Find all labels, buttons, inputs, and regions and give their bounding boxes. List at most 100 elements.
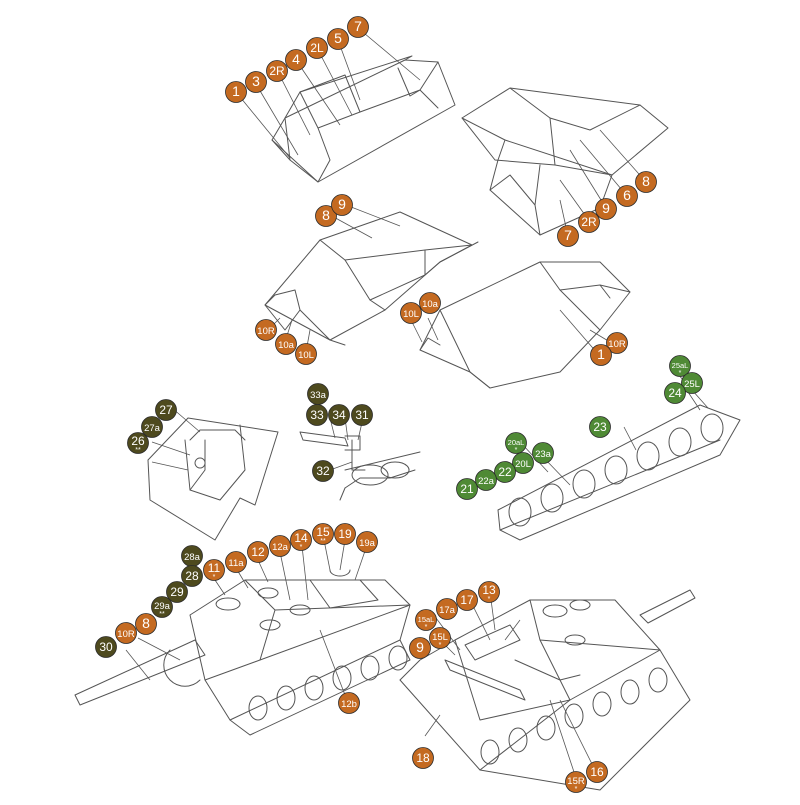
callout-running-gear-22a: 22a	[475, 469, 497, 491]
callout-badge	[95, 636, 117, 658]
callout-number: 16	[590, 765, 604, 779]
road-wheel	[276, 685, 296, 711]
callout-final-front-view-10r: 10R	[115, 622, 137, 644]
callout-number: 7	[564, 227, 572, 243]
callout-gun-mount-32: 32	[312, 460, 334, 482]
part-final-front-view	[74, 539, 411, 736]
callout-final-front-view-12a: 12a	[269, 535, 291, 557]
road-wheel	[508, 497, 532, 527]
callout-number: 10R	[608, 339, 626, 350]
callout-number: 8	[322, 207, 330, 223]
road-wheel	[620, 679, 640, 705]
callout-labels: 132R42L5772R9688910R10a10L10L10a10R12727…	[95, 16, 703, 793]
callout-number: 9	[602, 200, 610, 216]
callout-number: 17a	[439, 605, 456, 616]
callout-badge	[327, 28, 349, 50]
callout-gun-mount-31: 31	[351, 404, 373, 426]
callout-number: 33a	[310, 390, 327, 401]
road-wheel	[668, 427, 692, 457]
callout-number: 32	[316, 464, 330, 478]
callout-number: 2R	[269, 64, 285, 78]
callout-lower-hull-10r: 10R	[606, 332, 628, 354]
callout-final-rear-view-15l: 15L*	[429, 627, 451, 649]
callout-gun-mount-34: 34	[328, 404, 350, 426]
callout-badge	[565, 771, 587, 793]
part-final-rear-view	[399, 589, 696, 791]
callout-badge	[351, 404, 373, 426]
callout-badge	[255, 319, 277, 341]
callout-final-rear-view-16: 16	[586, 761, 608, 783]
road-wheel	[592, 691, 612, 717]
road-wheel	[540, 483, 564, 513]
callout-badge	[334, 523, 356, 545]
callout-badge	[606, 332, 628, 354]
callout-hull-front-plate-2l: 2L	[306, 37, 328, 59]
callout-badge	[586, 761, 608, 783]
callout-number: 25aL	[672, 361, 689, 370]
callout-number: 6	[623, 187, 631, 203]
callout-number: 10R	[257, 326, 275, 337]
callout-final-front-view-12: 12	[247, 541, 269, 563]
callout-marks: *	[488, 596, 491, 603]
callout-mantlet-27a: 27a	[141, 416, 163, 438]
road-wheel	[636, 441, 660, 471]
callout-marks: *	[439, 642, 442, 649]
callout-hull-rear-box-8: 8	[635, 171, 657, 193]
callout-final-front-view-19a: 19a	[356, 531, 378, 553]
callout-number: 15R	[567, 776, 585, 787]
callout-marks: *	[300, 544, 303, 551]
callout-number: 31	[355, 408, 369, 422]
callout-running-gear-20al: 20aL*	[505, 432, 527, 454]
callout-final-rear-view-9: 9	[409, 637, 431, 659]
callout-running-gear-23: 23	[589, 416, 611, 438]
callout-badge	[306, 404, 328, 426]
callout-hull-rear-box-2r: 2R	[578, 211, 600, 233]
callout-number: 15aL	[418, 615, 435, 624]
callout-number: 3	[252, 73, 260, 89]
callout-lower-hull-10l: 10L	[400, 302, 422, 324]
callout-running-gear-25l: 25L	[681, 372, 703, 394]
callout-badge	[419, 292, 441, 314]
callout-number: 28	[185, 569, 199, 583]
road-wheel	[508, 727, 528, 753]
callout-badge	[290, 529, 312, 551]
callout-badge	[135, 613, 157, 635]
callout-number: 10L	[403, 309, 419, 320]
callout-final-front-view-12b: 12b	[338, 692, 360, 714]
callout-badge	[400, 302, 422, 324]
callout-marks: *	[213, 574, 216, 581]
callout-number: 20aL	[508, 438, 525, 447]
callout-marks: *	[515, 447, 518, 454]
callout-badge	[347, 16, 369, 38]
callout-marks: *	[679, 370, 682, 377]
callout-final-front-view-28: 28	[181, 565, 203, 587]
callout-running-gear-21: 21	[456, 478, 478, 500]
callout-number: 17	[460, 593, 474, 607]
callout-number: 13	[482, 583, 496, 597]
callout-badge	[245, 71, 267, 93]
callout-badge	[590, 344, 612, 366]
callout-hull-front-plate-3: 3	[245, 71, 267, 93]
callout-number: 22a	[478, 476, 495, 487]
callout-badge	[532, 442, 554, 464]
callout-running-gear-24: 24	[664, 382, 686, 404]
callout-running-gear-23a: 23a	[532, 442, 554, 464]
callout-hull-front-plate-2r: 2R	[266, 60, 288, 82]
callout-badge	[141, 416, 163, 438]
callout-badge	[225, 81, 247, 103]
callout-number: 18	[416, 751, 430, 765]
callout-final-front-view-19: 19	[334, 523, 356, 545]
callout-gun-mount-33: 33	[306, 404, 328, 426]
callout-badge	[247, 541, 269, 563]
callout-badge	[151, 596, 173, 618]
callout-badge	[203, 559, 225, 581]
callout-number: 29a	[154, 601, 171, 612]
callout-casemate-10r: 10R	[255, 319, 277, 341]
callout-final-front-view-30: 30	[95, 636, 117, 658]
callout-badge	[269, 535, 291, 557]
callout-badge	[478, 581, 500, 603]
part-hull-rear-box	[461, 87, 669, 237]
callout-number: 30	[99, 640, 113, 654]
callout-number: 23a	[535, 449, 552, 460]
callout-number: 21	[460, 482, 474, 496]
